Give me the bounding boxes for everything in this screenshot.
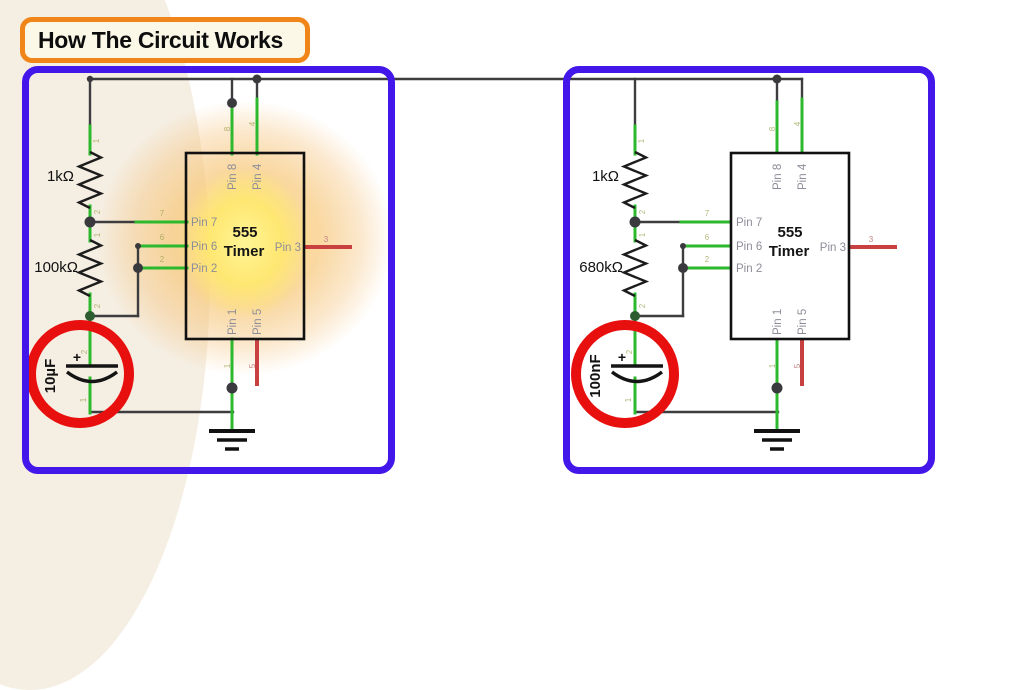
pin4-label: Pin 4 bbox=[252, 163, 264, 190]
junction-dot bbox=[680, 243, 686, 249]
junction-dot bbox=[227, 98, 237, 108]
wire-number: 8 bbox=[223, 126, 232, 131]
resistor-r2-symbol bbox=[75, 238, 105, 298]
panel-right-circuit bbox=[563, 66, 935, 474]
ic-label-timer: Timer bbox=[769, 243, 810, 260]
ic-555-body bbox=[729, 151, 851, 341]
ic-label-555: 555 bbox=[777, 224, 802, 241]
wire-number: 1 bbox=[79, 397, 88, 402]
ic-555-body bbox=[184, 151, 306, 341]
wire-number: 2 bbox=[638, 303, 647, 308]
wire-number: 4 bbox=[248, 121, 257, 126]
pin5-label: Pin 5 bbox=[252, 309, 264, 335]
resistor-r1-symbol bbox=[75, 150, 105, 210]
capacitor-plate-curved bbox=[65, 370, 119, 384]
wire-number: 1 bbox=[624, 397, 633, 402]
junction-dot bbox=[135, 243, 141, 249]
wire-number: 2 bbox=[93, 303, 102, 308]
resistor-r2-symbol bbox=[620, 238, 650, 298]
circuit-diagram: + 555 Timer Pin 7 Pin 6 Pin 2 Pin 3 Pin … bbox=[26, 74, 897, 451]
junction-dot bbox=[84, 216, 96, 228]
page-title-text: How The Circuit Works bbox=[38, 26, 284, 53]
junction-dot bbox=[630, 311, 640, 321]
pin2-label: Pin 2 bbox=[191, 263, 217, 275]
junction-dot bbox=[226, 382, 238, 394]
ground-symbol bbox=[209, 429, 255, 451]
wire-number: 2 bbox=[638, 209, 647, 214]
ic-label-555: 555 bbox=[232, 224, 257, 241]
resistor-r1-label: 1kΩ bbox=[592, 168, 619, 185]
pin6-label: Pin 6 bbox=[736, 241, 762, 253]
page-title: How The Circuit Works bbox=[20, 17, 310, 63]
pin1-label: Pin 1 bbox=[227, 309, 239, 335]
pin6-label: Pin 6 bbox=[191, 241, 217, 253]
circuit-right: + 555 Timer Pin 7 Pin 6 Pin 2 Pin 3 Pin … bbox=[571, 74, 897, 451]
wire-number: 2 bbox=[625, 349, 634, 354]
junction-dot bbox=[133, 263, 143, 273]
capacitor-label: 100nF bbox=[587, 354, 604, 397]
highlight-circle bbox=[26, 320, 134, 428]
wire-number: 1 bbox=[92, 138, 101, 143]
pin7-label: Pin 7 bbox=[736, 217, 762, 229]
wire-number: 5 bbox=[793, 363, 802, 368]
wire-number: 1 bbox=[768, 363, 777, 368]
junction-dot bbox=[86, 75, 94, 83]
circuit-left: + 555 Timer Pin 7 Pin 6 Pin 2 Pin 3 Pin … bbox=[26, 74, 352, 451]
ic-label-timer: Timer bbox=[224, 243, 265, 260]
wire-number: 2 bbox=[160, 255, 165, 264]
resistor-r1-symbol bbox=[620, 150, 650, 210]
wire-number: 5 bbox=[248, 363, 257, 368]
wire-number: 8 bbox=[768, 126, 777, 131]
pin3-label: Pin 3 bbox=[275, 242, 301, 254]
wire-number: 1 bbox=[638, 232, 647, 237]
pin2-label: Pin 2 bbox=[736, 263, 762, 275]
junction-dot bbox=[629, 216, 641, 228]
wire-number: 1 bbox=[223, 363, 232, 368]
panel-left-circuit bbox=[22, 66, 395, 474]
junction-dot bbox=[678, 263, 688, 273]
wire-number: 2 bbox=[80, 349, 89, 354]
pin8-label: Pin 8 bbox=[772, 164, 784, 190]
junction-dot bbox=[252, 74, 262, 84]
wire-number: 2 bbox=[93, 209, 102, 214]
wire-number: 7 bbox=[705, 209, 710, 218]
wire-number: 3 bbox=[324, 235, 329, 244]
pin8-label: Pin 8 bbox=[227, 164, 239, 190]
wire-number: 4 bbox=[793, 121, 802, 126]
junction-dot bbox=[771, 382, 783, 394]
pin1-label: Pin 1 bbox=[772, 309, 784, 335]
highlight-circle bbox=[571, 320, 679, 428]
wire-number: 1 bbox=[637, 138, 646, 143]
ground-symbol bbox=[754, 429, 800, 451]
pin7-label: Pin 7 bbox=[191, 217, 217, 229]
junction-dot bbox=[85, 311, 95, 321]
pin5-label: Pin 5 bbox=[797, 309, 809, 335]
resistor-r2-label: 100kΩ bbox=[34, 259, 78, 276]
junction-dot bbox=[772, 74, 782, 84]
wire-number: 6 bbox=[160, 233, 165, 242]
pin4-label: Pin 4 bbox=[797, 163, 809, 190]
wire-number: 3 bbox=[869, 235, 874, 244]
wire-number: 2 bbox=[705, 255, 710, 264]
wire-number: 1 bbox=[93, 232, 102, 237]
capacitor-label: 10µF bbox=[42, 359, 59, 394]
capacitor-plus-sign: + bbox=[618, 349, 626, 365]
resistor-r2-label: 680kΩ bbox=[579, 259, 623, 276]
wire-number: 7 bbox=[160, 209, 165, 218]
resistor-r1-label: 1kΩ bbox=[47, 168, 74, 185]
capacitor-plate-curved bbox=[610, 370, 664, 384]
pin3-label: Pin 3 bbox=[820, 242, 846, 254]
wire-number: 6 bbox=[705, 233, 710, 242]
capacitor-plus-sign: + bbox=[73, 349, 81, 365]
